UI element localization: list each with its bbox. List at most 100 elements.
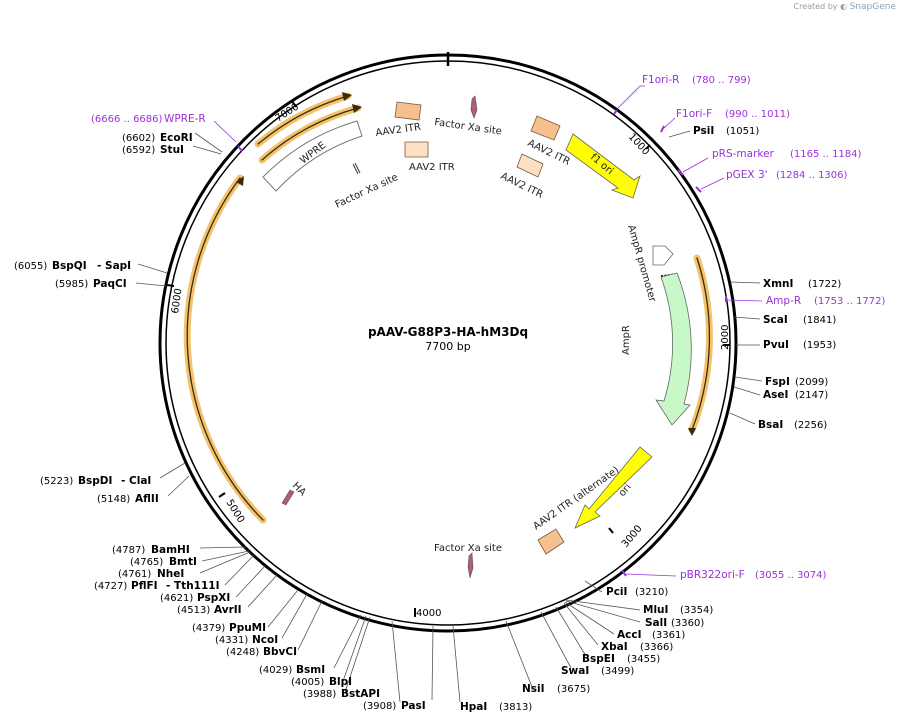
enzyme-xbai: XbaI (601, 641, 628, 653)
enzyme-aflii-pos: (5148) (97, 494, 130, 505)
credit-prefix: Created by (793, 2, 838, 11)
enzyme-hpai: HpaI (460, 701, 487, 713)
enzyme-bspqi-pos: (6055) (14, 261, 47, 272)
enzyme-acci-pos: (3361) (652, 630, 685, 641)
plasmid-length: 7700 bp (425, 340, 470, 353)
ampr-feature: AmpR (621, 272, 692, 426)
enzyme-stui: StuI (160, 144, 184, 156)
enzyme-ppumi-pos: (4379) (192, 623, 225, 634)
enzyme-bmti: BmtI (169, 556, 197, 568)
primer-f1ori-r-pos: (780 .. 799) (692, 75, 751, 86)
tick-3000: 3000 (608, 523, 645, 550)
enzyme-acci: AccI (617, 629, 641, 641)
primer-site-prs-marker (677, 157, 709, 176)
enzyme-asei-pos: (2147) (795, 390, 828, 401)
enzyme-sites-right: PsiI (1051) XmnI (1722) ScaI (1841) PvuI… (460, 125, 841, 713)
ampr-label: AmpR (621, 325, 632, 355)
tick-label-6000: 6000 (170, 288, 184, 315)
enzyme-blpi-pos: (4005) (291, 677, 324, 688)
tick-label-3000: 3000 (620, 523, 645, 550)
enzyme-bbvci: BbvCI (263, 646, 297, 658)
enzyme-tth111i: - Tth111I (166, 580, 220, 592)
enzyme-bstapi-pos: (3988) (303, 689, 336, 700)
enzyme-avrii: AvrII (214, 604, 242, 616)
f1-ori-feature: f1 ori (565, 133, 641, 199)
enzyme-bsai-pos: (2256) (794, 420, 827, 431)
plasmid-name: pAAV-G88P3-HA-hM3Dq (368, 325, 528, 339)
tick-label-4000: 4000 (416, 608, 441, 619)
primer-f1ori-f-pos: (990 .. 1011) (725, 109, 790, 120)
enzyme-bsmi-pos: (4029) (259, 665, 292, 676)
primer-pbr322ori-f-pos: (3055 .. 3074) (755, 570, 827, 581)
tick-label-2000: 2000 (720, 325, 731, 350)
enzyme-ppumi: PpuMI (229, 622, 266, 634)
primer-pgex3: pGEX 3' (726, 169, 768, 181)
primer-amp-r: Amp-R (766, 295, 801, 307)
enzyme-pvui-pos: (1953) (803, 340, 836, 351)
enzyme-ncoi: NcoI (252, 634, 278, 646)
enzyme-bspei-pos: (3455) (627, 654, 660, 665)
itr-label-2: AAV2 ITR (409, 162, 455, 173)
enzyme-pasi: PasI (401, 700, 426, 712)
enzyme-swai-pos: (3499) (601, 666, 634, 677)
enzyme-pasi-pos: (3908) (363, 701, 396, 712)
enzyme-fspi: FspI (765, 376, 790, 388)
enzyme-nsii: NsiI (522, 683, 545, 695)
primer-site-pgex3 (695, 177, 725, 193)
enzyme-bbvci-pos: (4248) (226, 647, 259, 658)
factor-xa-label-3: Factor Xa site (434, 543, 502, 554)
enzyme-pspxi: PspXI (197, 592, 230, 604)
enzyme-pflfi: PflFI (131, 580, 158, 592)
factor-xa-label-2: Factor Xa site (334, 172, 400, 211)
itr-box-top-left: AAV2 ITR (375, 101, 422, 139)
itr-label-1: AAV2 ITR (375, 122, 422, 139)
enzyme-ecori-pos: (6602) (122, 133, 155, 144)
snapgene-logo-icon: ◐ (840, 2, 848, 11)
enzyme-bamhi: BamHI (151, 544, 190, 556)
credit-brand: SnapGene (849, 2, 896, 12)
tick-6000: 6000 (166, 284, 185, 315)
primer-site-wpre-r (213, 120, 243, 152)
primer-f1ori-f: F1ori-F (676, 108, 712, 120)
primer-prs-marker: pRS-marker (712, 148, 775, 160)
ha-label: HA (290, 480, 308, 498)
enzyme-sapi: - SapI (97, 260, 131, 272)
primer-site-amp-r (725, 296, 763, 302)
enzyme-xmni-pos: (1722) (808, 279, 841, 290)
primer-wpre-r-pos: (6666 .. 6686) (91, 114, 163, 125)
enzyme-hpai-pos: (3813) (499, 702, 532, 713)
enzyme-fspi-pos: (2099) (795, 377, 828, 388)
factor-xa-top: Factor Xa site (434, 95, 502, 137)
primer-site-pbr322ori-f (621, 569, 677, 577)
enzyme-pflfi-pos: (4727) (94, 581, 127, 592)
enzyme-asei: AseI (763, 389, 788, 401)
enzyme-ecori: EcoRI (160, 132, 193, 144)
enzyme-nhei-pos: (4761) (118, 569, 151, 580)
enzyme-clai: - ClaI (121, 475, 151, 487)
primer-pgex3-pos: (1284 .. 1306) (776, 170, 848, 181)
ha-feature: HA (281, 480, 308, 506)
orf-arc-left (183, 174, 267, 524)
enzyme-psii: PsiI (693, 125, 714, 137)
primer-amp-r-pos: (1753 .. 1772) (814, 296, 886, 307)
enzyme-paqci: PaqCI (93, 278, 127, 290)
enzyme-psii-pos: (1051) (726, 126, 759, 137)
enzyme-scai-pos: (1841) (803, 315, 836, 326)
enzyme-bsai: BsaI (758, 419, 783, 431)
enzyme-bspqi: BspQI (52, 260, 87, 272)
enzyme-bspei: BspEI (582, 653, 615, 665)
enzyme-sites-left: (6602) EcoRI (6592) StuI (6055) BspQI - … (14, 132, 426, 712)
enzyme-bspdi: BspDI (78, 475, 112, 487)
itr-box-bottom: AAV2 ITR (alternate) (531, 465, 621, 555)
enzyme-xmni: XmnI (763, 278, 793, 290)
enzyme-aflii: AflII (135, 493, 159, 505)
orf-arc-right (688, 254, 713, 436)
orf-arc-top-2 (258, 104, 362, 164)
enzyme-pspxi-pos: (4621) (160, 593, 193, 604)
tick-4000: 4000 (414, 608, 441, 619)
enzyme-bsmi: BsmI (296, 664, 325, 676)
primer-prs-marker-pos: (1165 .. 1184) (790, 149, 862, 160)
enzyme-scai: ScaI (763, 314, 788, 326)
enzyme-blpi: BlpI (329, 676, 352, 688)
